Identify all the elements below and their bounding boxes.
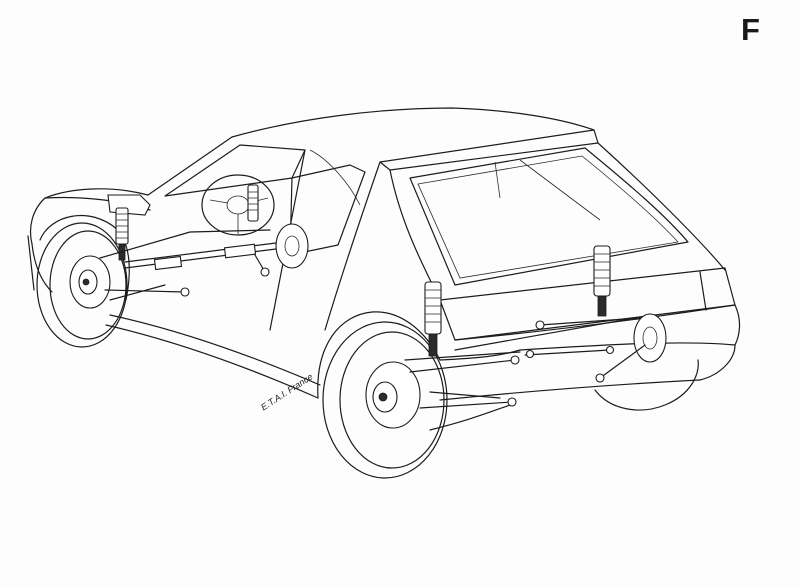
rear-wheel-assembly: [322, 321, 448, 479]
front-wheel-assembly: [36, 222, 128, 348]
plate-letter: F: [741, 12, 760, 47]
rear-suspension: [404, 245, 667, 409]
front-suspension: [99, 184, 309, 301]
